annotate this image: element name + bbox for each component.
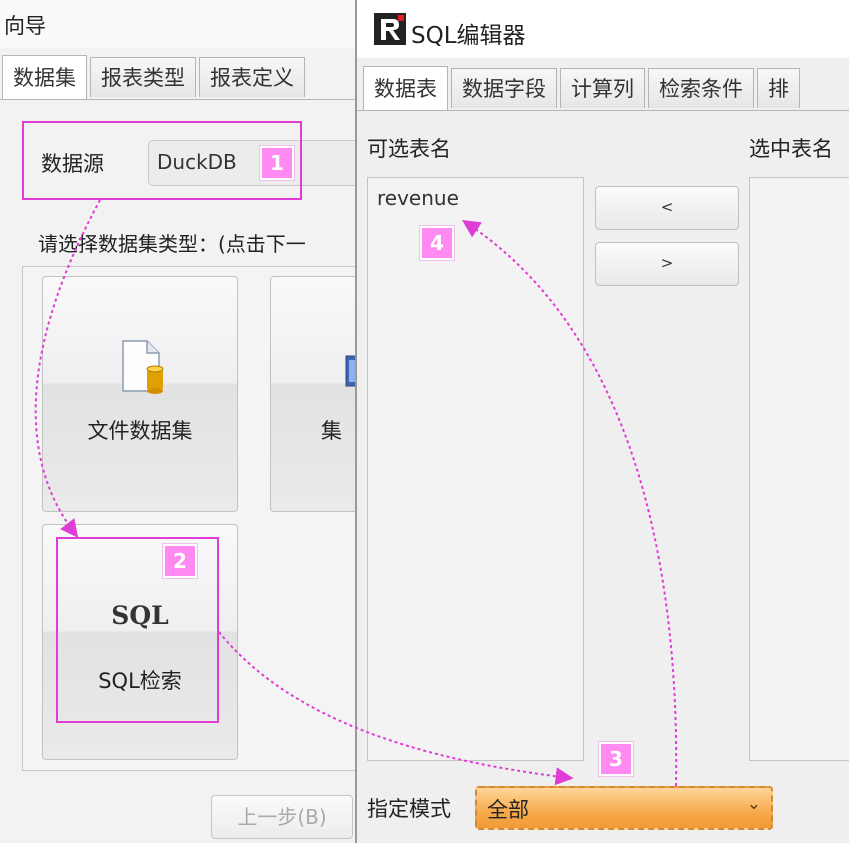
tab-sort[interactable]: 排 [757, 68, 800, 108]
file-dataset-label: 文件数据集 [87, 419, 193, 443]
dataset-icon [345, 355, 356, 387]
tab-query-conditions[interactable]: 检索条件 [648, 68, 754, 108]
wizard-tab-bar: 数据集 报表类型 报表定义 [2, 55, 305, 99]
highlight-datasource [22, 121, 302, 200]
tab-report-type[interactable]: 报表类型 [90, 57, 196, 97]
set-dataset-card[interactable]: 集 [270, 276, 356, 512]
step-badge-2: 2 [163, 544, 197, 578]
step-badge-3: 3 [599, 742, 633, 776]
schema-mode-select[interactable]: 全部 ⌄ [475, 786, 773, 830]
add-table-button[interactable]: > [595, 242, 739, 286]
remove-table-button[interactable]: < [595, 186, 739, 230]
datasource-field[interactable]: DuckDB [148, 140, 356, 186]
tab-data-fields[interactable]: 数据字段 [451, 68, 557, 108]
dataset-type-prompt: 请选择数据集类型：(点击下一 [38, 232, 306, 256]
file-database-icon [122, 340, 164, 394]
tab-divider [0, 99, 356, 100]
file-dataset-card[interactable]: 文件数据集 [42, 276, 238, 512]
tab-dataset[interactable]: 数据集 [2, 55, 87, 99]
tab-data-tables[interactable]: 数据表 [363, 66, 448, 110]
tab-computed-columns[interactable]: 计算列 [560, 68, 645, 108]
list-item[interactable]: revenue [377, 186, 459, 210]
available-tables-list[interactable]: revenue [367, 177, 584, 761]
tab-report-definition[interactable]: 报表定义 [199, 57, 305, 97]
chevron-down-icon: ⌄ [746, 794, 761, 814]
schema-mode-label: 指定模式 [367, 797, 451, 821]
selected-tables-label: 选中表名 [749, 137, 833, 161]
selected-tables-list[interactable] [749, 177, 849, 761]
datasource-label: 数据源 [41, 152, 104, 176]
wizard-title: 向导 [0, 0, 356, 48]
app-logo-icon [374, 13, 406, 45]
step-badge-4: 4 [420, 226, 454, 260]
sql-query-label: SQL检索 [98, 669, 182, 693]
previous-step-button[interactable]: 上一步(B) [211, 795, 353, 839]
sql-editor-window: SQL编辑器 数据表 数据字段 计算列 检索条件 排 可选表名 选中表名 rev… [355, 0, 849, 843]
schema-mode-value: 全部 [487, 798, 529, 822]
wizard-window: 向导 数据集 报表类型 报表定义 数据源 DuckDB 请选择数据集类型：(点击… [0, 0, 356, 843]
step-badge-1: 1 [260, 146, 294, 180]
editor-tab-bar: 数据表 数据字段 计算列 检索条件 排 [363, 66, 800, 110]
editor-title: SQL编辑器 [411, 23, 526, 49]
sql-icon: SQL [111, 601, 169, 630]
tab-divider [357, 110, 849, 111]
available-tables-label: 可选表名 [367, 137, 451, 161]
highlight-sql-card [56, 537, 219, 723]
set-dataset-label: 集 [321, 419, 342, 443]
editor-titlebar: SQL编辑器 [357, 0, 849, 58]
